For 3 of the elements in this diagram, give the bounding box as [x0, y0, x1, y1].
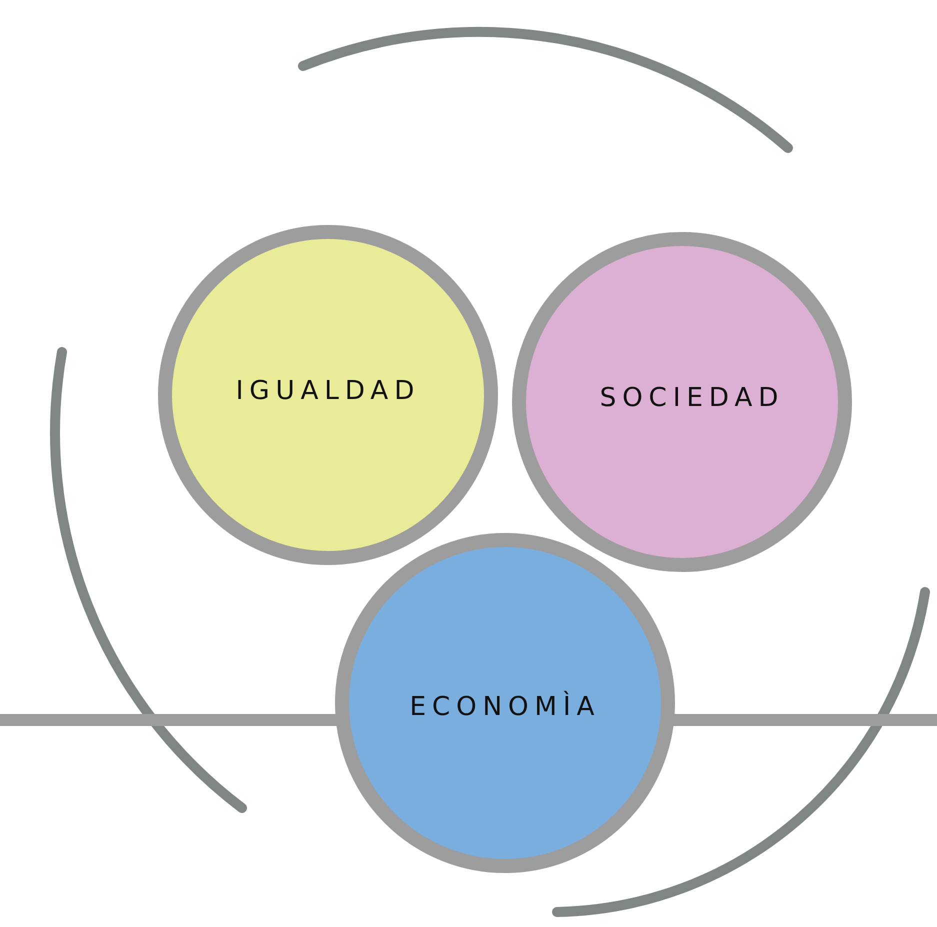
circle-label: IGUALDAD — [236, 376, 420, 406]
circle-label: ECONOMÌA — [410, 692, 600, 722]
circle-label: SOCIEDAD — [600, 383, 784, 413]
